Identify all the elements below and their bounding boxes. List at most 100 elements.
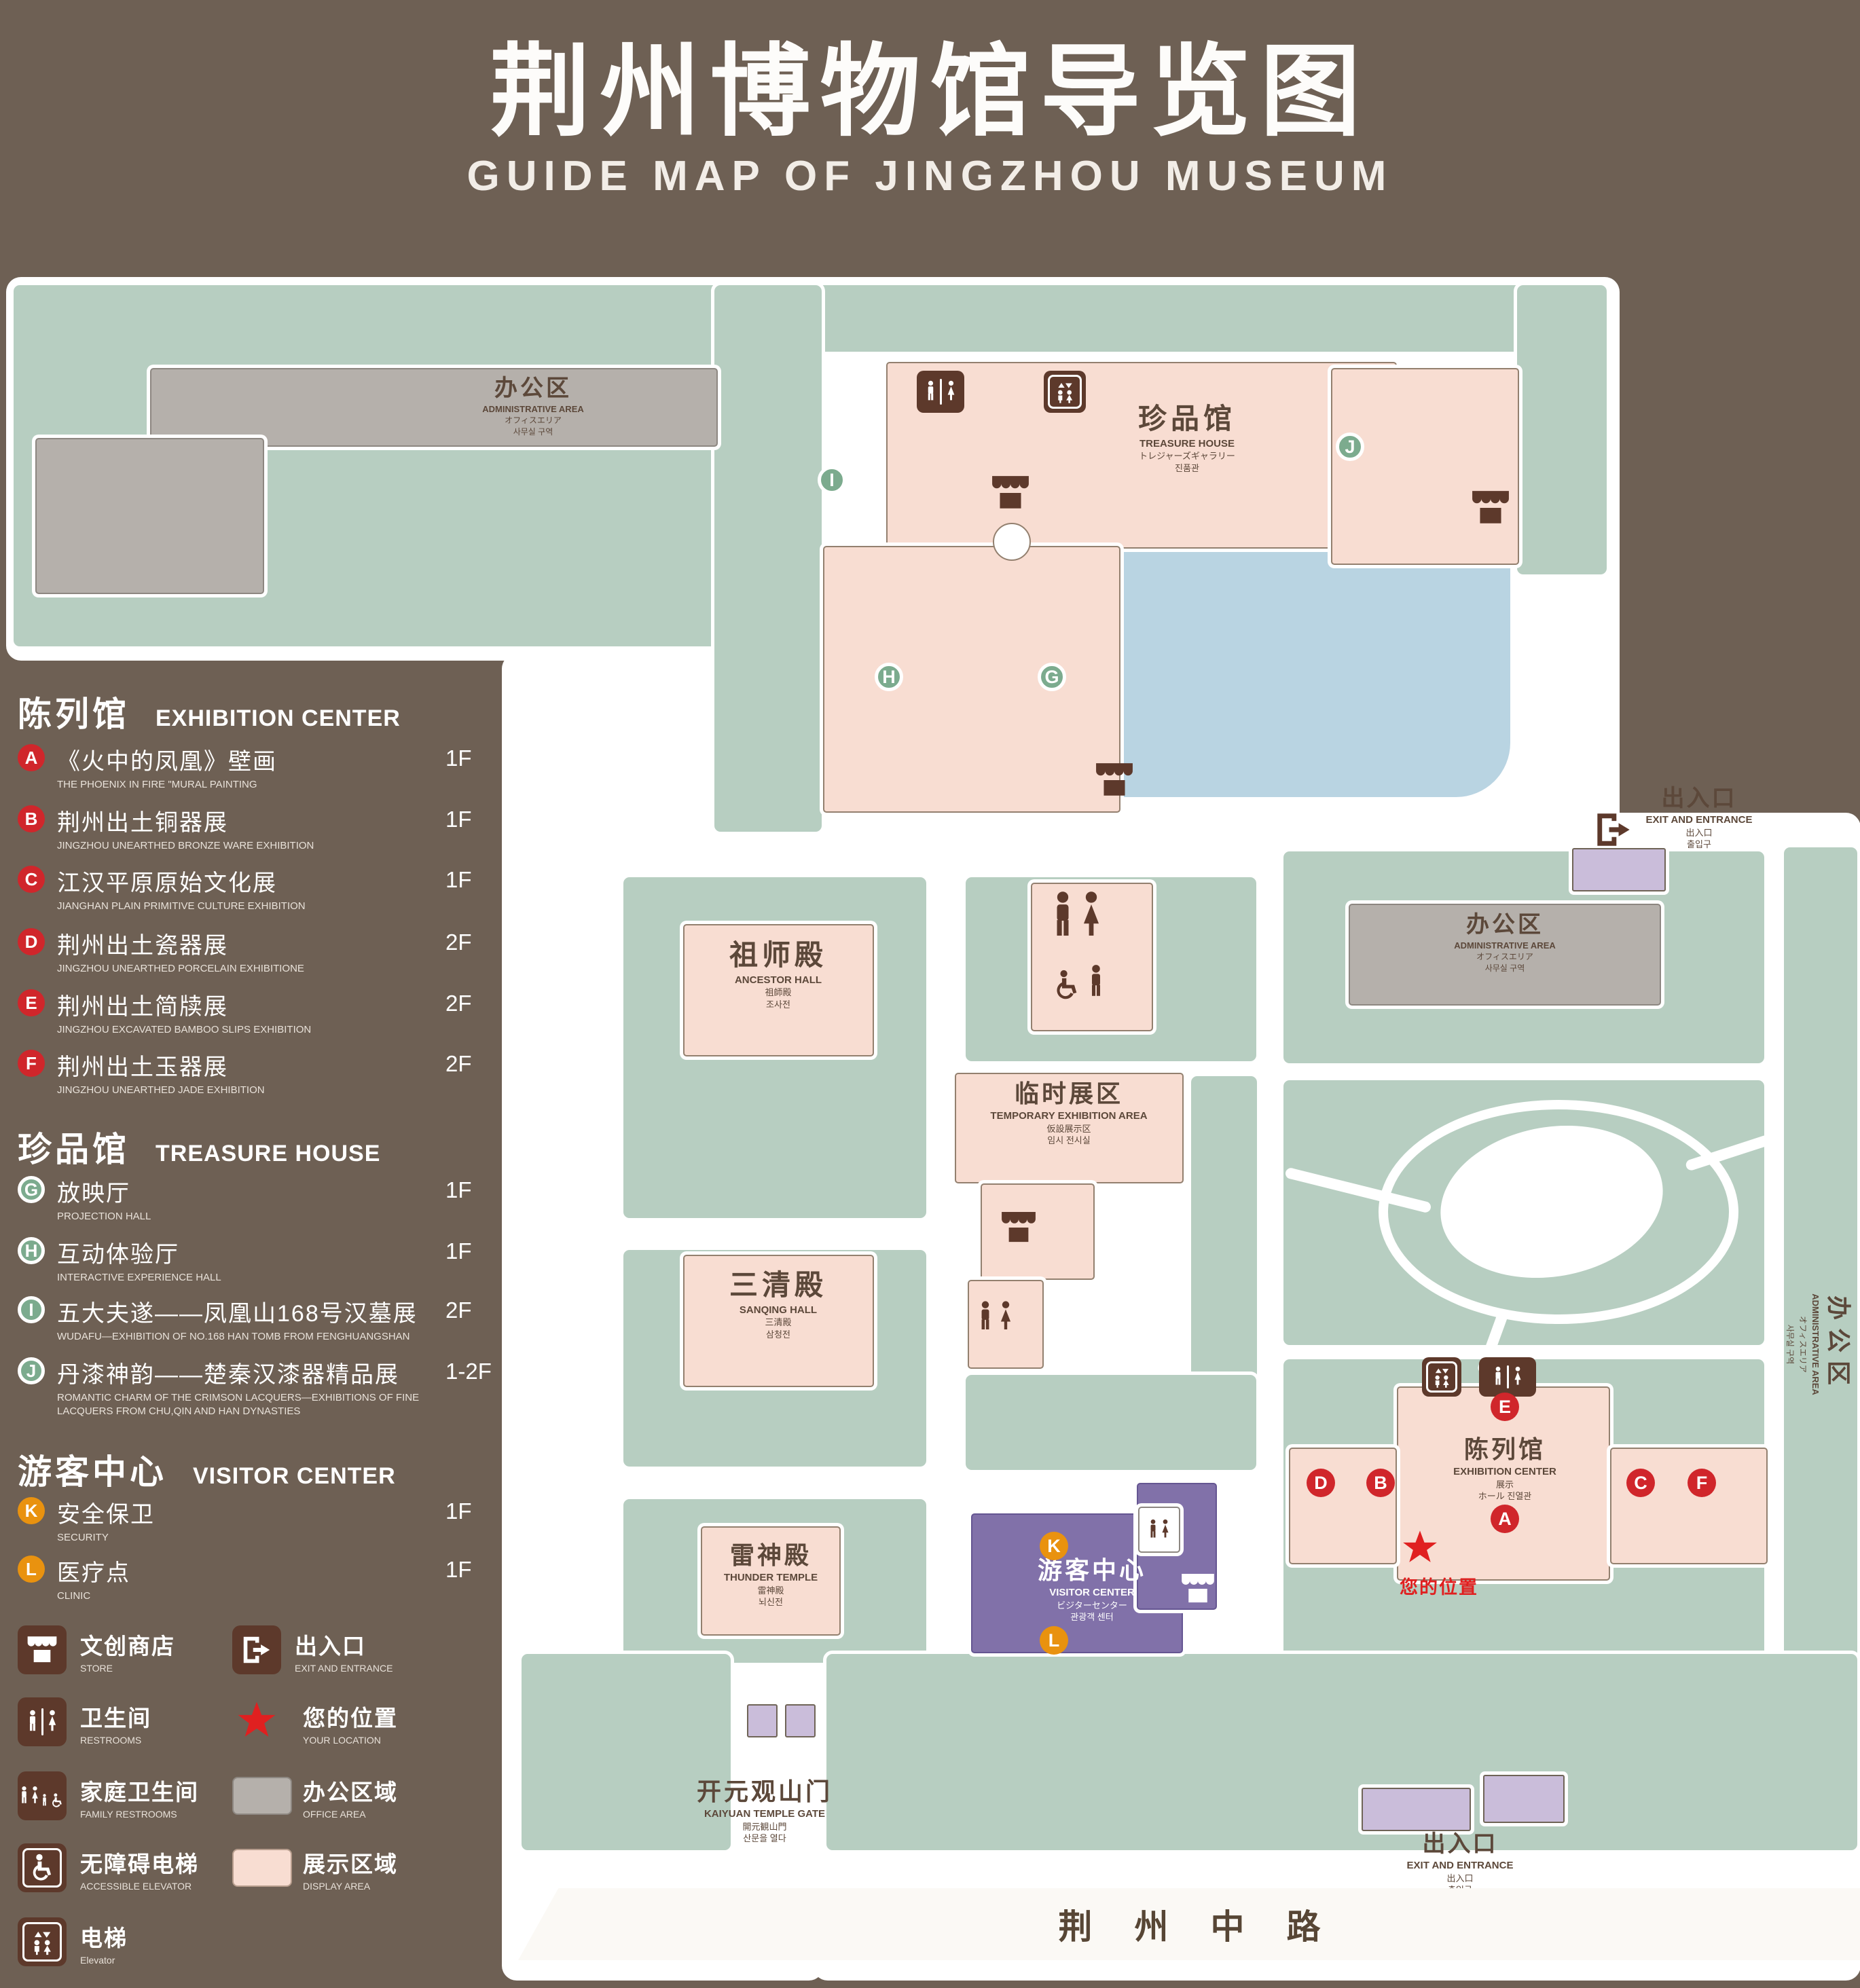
label-kaiyuan-gate: 开元观山门 KAIYUAN TEMPLE GATE 開元観山門 산문을 열다	[697, 1778, 833, 1844]
map-marker-j: J	[1336, 432, 1364, 461]
gate-pillar-west	[747, 1704, 778, 1737]
symbol-label-en: Elevator	[80, 1955, 115, 1966]
label-jp: 雷神殿	[757, 1585, 784, 1596]
item-title: 医疗点	[57, 1560, 130, 1586]
label-exit-northeast: 出入口 EXIT AND ENTRANCE 出入口 출입구	[1646, 785, 1753, 849]
item-subtitle: ROMANTIC CHARM OF THE CRIMSON LACQUERS—E…	[57, 1392, 420, 1417]
item-title: 荆州出土铜器展	[57, 810, 228, 836]
store-icon	[991, 476, 1030, 510]
label-kr: 조사전	[766, 999, 790, 1010]
symbol-label-en: FAMILY RESTROOMS	[80, 1809, 177, 1820]
store-icon	[1180, 1574, 1216, 1604]
symbol-label-zh: 办公区域	[303, 1780, 398, 1805]
map-marker-c: C	[1626, 1469, 1655, 1497]
label-thunder-temple: 雷神殿 THUNDER TEMPLE 雷神殿 뇌신전	[724, 1541, 818, 1608]
section-title-en: TREASURE HOUSE	[156, 1141, 381, 1166]
label-jp: 展示	[1495, 1479, 1514, 1490]
building-admin-office-east	[1349, 904, 1661, 1006]
legend-symbol-store: 文创商店 STORE	[18, 1625, 174, 1674]
exit-icon	[1594, 812, 1633, 847]
label-kr: 진품관	[1175, 462, 1199, 473]
legend-item-l: L 医疗点 CLINIC 1F	[18, 1554, 507, 1603]
label-jp: 出入口	[1685, 827, 1713, 838]
elevator-icon	[1044, 371, 1086, 413]
label-en: EXIT AND ENTRANCE	[1406, 1860, 1514, 1872]
symbol-label-zh: 展示区域	[303, 1852, 398, 1877]
item-subtitle: JINGZHOU EXCAVATED BAMBOO SLIPS EXHIBITI…	[57, 1024, 312, 1035]
map-marker-h: H	[875, 663, 903, 691]
restroom-icon	[18, 1697, 67, 1746]
legend-symbol-your-location: 您的位置 YOUR LOCATION	[232, 1697, 397, 1746]
label-zh: 游客中心	[1037, 1556, 1147, 1584]
legend-item-e: E 荆州出土简牍展 JINGZHOU EXCAVATED BAMBOO SLIP…	[18, 988, 507, 1037]
building-exhibition-center-east-wing	[1610, 1448, 1768, 1564]
legend-section-exhibition-center: 陈列馆 EXHIBITION CENTER	[18, 687, 401, 736]
section-title-zh: 陈列馆	[18, 695, 130, 733]
treasure-house-rotunda	[993, 523, 1031, 561]
entrance-building-northeast	[1572, 848, 1666, 891]
map-marker-e: E	[1491, 1393, 1519, 1421]
symbol-label-zh: 电梯	[80, 1926, 128, 1951]
marker-badge: J	[18, 1357, 45, 1384]
label-en: TREASURE HOUSE	[1139, 437, 1235, 449]
marker-badge: D	[18, 928, 45, 955]
label-jp: 仮設展示区	[1046, 1124, 1091, 1135]
label-kr: ホール 진열관	[1478, 1491, 1532, 1502]
item-title: 五大夫遂——凤凰山168号汉墓展	[57, 1301, 418, 1327]
item-subtitle: PROJECTION HALL	[57, 1211, 151, 1222]
symbol-label-en: ACCESSIBLE ELEVATOR	[80, 1881, 192, 1892]
label-jp: 出入口	[1446, 1873, 1474, 1883]
item-title: 江汉平原原始文化展	[57, 870, 277, 896]
item-title: 互动体验厅	[57, 1242, 179, 1268]
label-zh: 珍品馆	[1137, 403, 1237, 435]
legend-symbol-family-restrooms: 家庭卫生间 FAMILY RESTROOMS	[18, 1771, 198, 1820]
symbol-label-zh: 您的位置	[303, 1706, 398, 1731]
label-treasure-house: 珍品馆 TREASURE HOUSE トレジャーズギャラリー 진품관	[1138, 402, 1236, 473]
label-admin-area-east-strip: 办公区 ADMINISTRATIVE AREA オフィスエリア 사무실 구역	[1785, 1154, 1858, 1534]
green-area-south	[823, 1651, 1860, 1854]
label-zh: 雷神殿	[729, 1541, 812, 1569]
page-subtitle: GUIDE MAP OF JINGZHOU MUSEUM	[467, 153, 1393, 200]
family-restroom-icon	[1051, 964, 1104, 1001]
item-floor: 2F	[445, 1051, 472, 1076]
legend-symbol-exit: 出入口 EXIT AND ENTRANCE	[232, 1625, 393, 1674]
page-title: 荆州博物馆导览图	[490, 36, 1370, 148]
green-area-top-band	[711, 282, 1610, 355]
label-en: ADMINISTRATIVE AREA	[482, 404, 584, 415]
building-temporary-exhibition	[955, 1073, 1184, 1183]
item-floor: 1F	[445, 1177, 472, 1202]
marker-badge: F	[18, 1050, 45, 1077]
label-zh: 三清殿	[729, 1269, 828, 1301]
label-kr: 사무실 구역	[1484, 963, 1525, 973]
store-icon	[1471, 491, 1510, 525]
road-jingzhou-middle: 荆州中路	[518, 1888, 1860, 1960]
section-title-zh: 珍品馆	[18, 1130, 130, 1168]
green-area-center-low	[962, 1372, 1260, 1473]
accessible-elevator-icon	[18, 1843, 67, 1892]
legend-symbol-restrooms: 卫生间 RESTROOMS	[18, 1697, 150, 1746]
legend-item-j: J 丹漆神韵——楚秦汉漆器精品展 ROMANTIC CHARM OF THE C…	[18, 1356, 507, 1418]
label-en: KAIYUAN TEMPLE GATE	[704, 1808, 826, 1820]
legend-item-c: C 江汉平原原始文化展 JIANGHAN PLAIN PRIMITIVE CUL…	[18, 864, 507, 913]
elevator-icon	[18, 1917, 67, 1966]
label-admin-area-northwest: 办公区 ADMINISTRATIVE AREA オフィスエリア 사무실 구역	[482, 375, 584, 437]
item-subtitle: JINGZHOU UNEARTHED JADE EXHIBITION	[57, 1084, 265, 1096]
marker-badge: E	[18, 989, 45, 1016]
building-exhibition-center-west-wing	[1289, 1448, 1397, 1564]
legend-item-d: D 荆州出土瓷器展 JINGZHOU UNEARTHED PORCELAIN E…	[18, 927, 507, 976]
label-admin-area-east: 办公区 ADMINISTRATIVE AREA オフィスエリア 사무실 구역	[1454, 911, 1556, 973]
entrance-building-south-a	[1362, 1788, 1471, 1831]
marker-badge: L	[18, 1556, 45, 1583]
green-area-south-west	[518, 1651, 734, 1854]
legend-symbol-display-area: 展示区域 DISPLAY AREA	[232, 1843, 397, 1892]
label-zh: 办公区	[1825, 1295, 1853, 1393]
item-subtitle: JINGZHOU UNEARTHED BRONZE WARE EXHIBITIO…	[57, 840, 314, 851]
label-en: VISITOR CENTER	[1049, 1587, 1135, 1599]
label-zh: 办公区	[1466, 912, 1544, 938]
section-title-en: VISITOR CENTER	[193, 1463, 396, 1489]
store-icon	[1095, 763, 1134, 797]
map-marker-l: L	[1040, 1626, 1068, 1655]
symbol-label-en: STORE	[80, 1663, 113, 1674]
symbol-label-zh: 无障碍电梯	[80, 1852, 199, 1877]
